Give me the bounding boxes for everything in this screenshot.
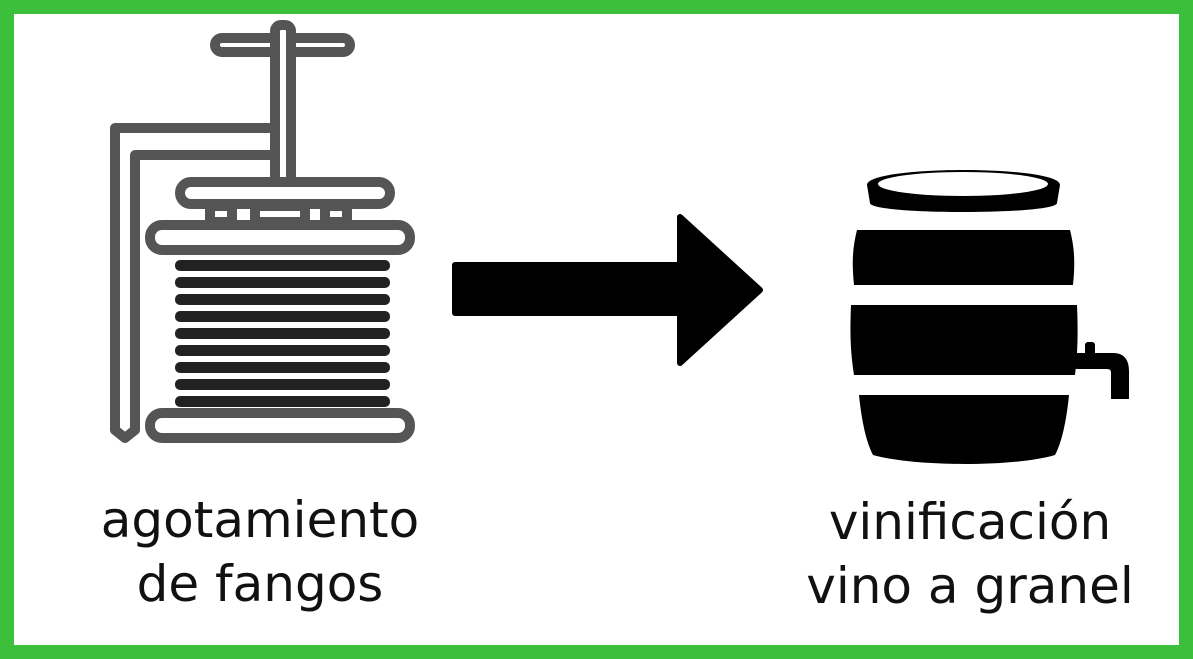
arrow-right-icon xyxy=(450,205,770,370)
step-label-line: de fangos xyxy=(136,555,384,613)
step-label-line: vino a granel xyxy=(806,557,1134,615)
step-label-line: vinificación xyxy=(828,493,1112,551)
wine-press-icon xyxy=(95,20,425,460)
step-label-press: agotamiento de fangos xyxy=(40,488,480,616)
step-label-line: agotamiento xyxy=(100,491,420,549)
step-label-barrel: vinificación vino a granel xyxy=(750,490,1190,618)
wine-barrel-icon xyxy=(845,155,1135,470)
